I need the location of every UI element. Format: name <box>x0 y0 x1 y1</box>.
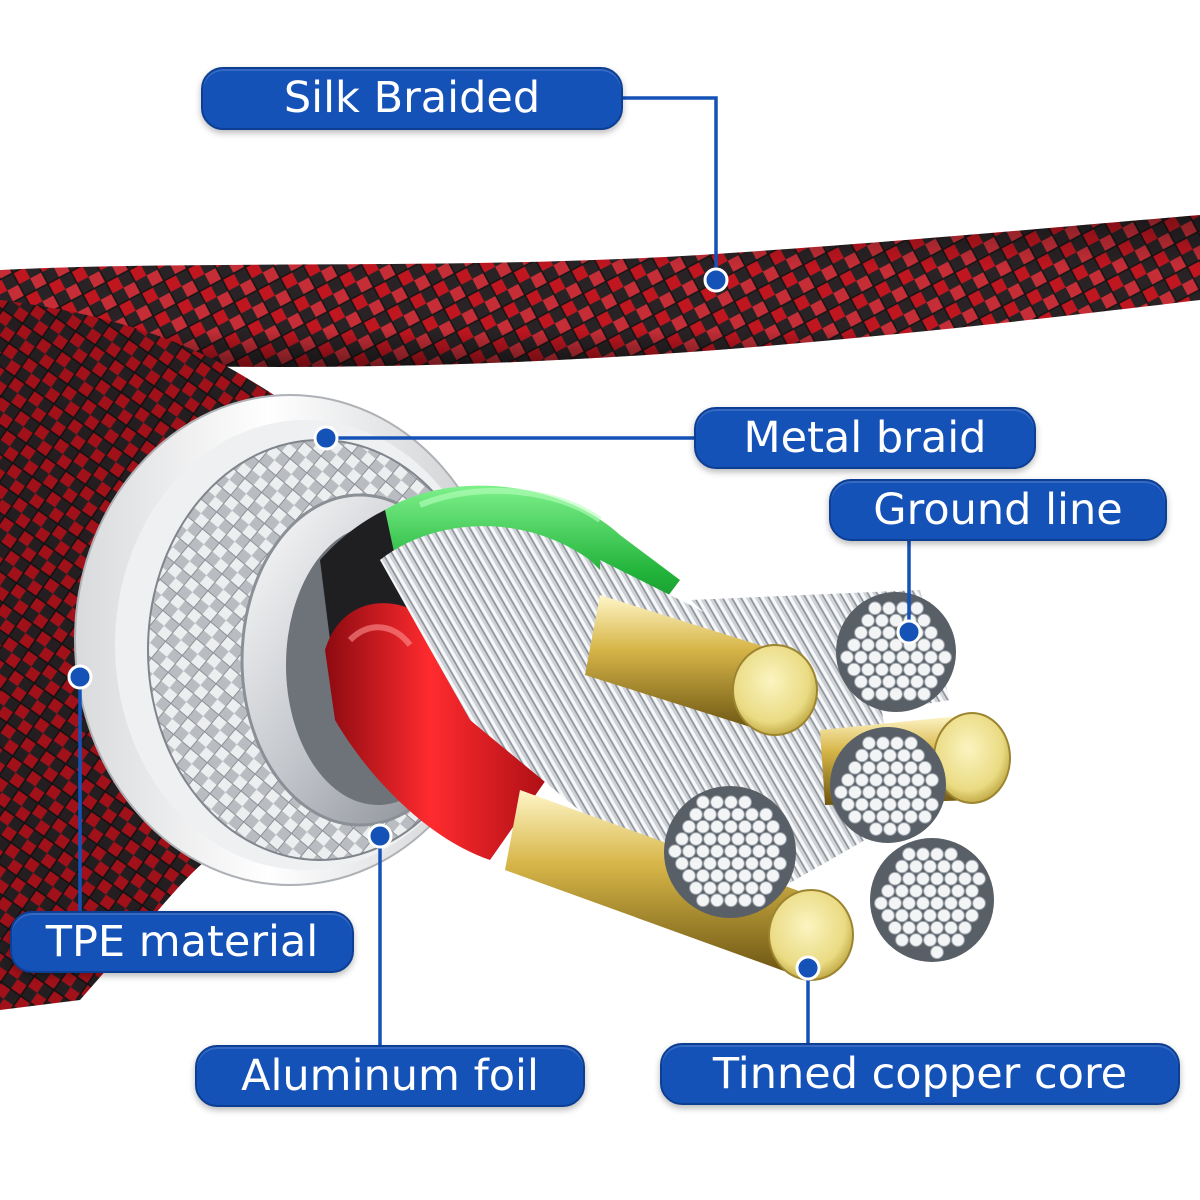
anchor-dot-tinned-copper-core <box>795 955 821 981</box>
leader-line-silk-braided <box>623 96 718 280</box>
strand-wire-ends <box>668 601 986 960</box>
anchor-dot-silk-braided <box>703 267 729 293</box>
leader-lines <box>78 96 911 1045</box>
anchor-dot-ground-line <box>896 619 922 645</box>
anchor-dot-metal-braid <box>313 425 339 451</box>
background-cable-braid <box>0 215 1200 367</box>
label-ground-line: Ground line <box>829 479 1167 541</box>
label-metal-braid: Metal braid <box>694 407 1036 469</box>
label-silk-braided: Silk Braided <box>201 67 623 130</box>
red-insulated-wire <box>325 603 560 860</box>
label-tinned-copper-core: Tinned copper core <box>660 1043 1180 1105</box>
anchor-dot-aluminum-foil <box>367 823 393 849</box>
label-tpe-material: TPE material <box>10 911 354 973</box>
leader-anchor-dots <box>67 267 922 981</box>
label-aluminum-foil: Aluminum foil <box>195 1045 585 1107</box>
anchor-dot-tpe-material <box>67 664 93 690</box>
copper-conductor-cylinders <box>505 595 1011 981</box>
